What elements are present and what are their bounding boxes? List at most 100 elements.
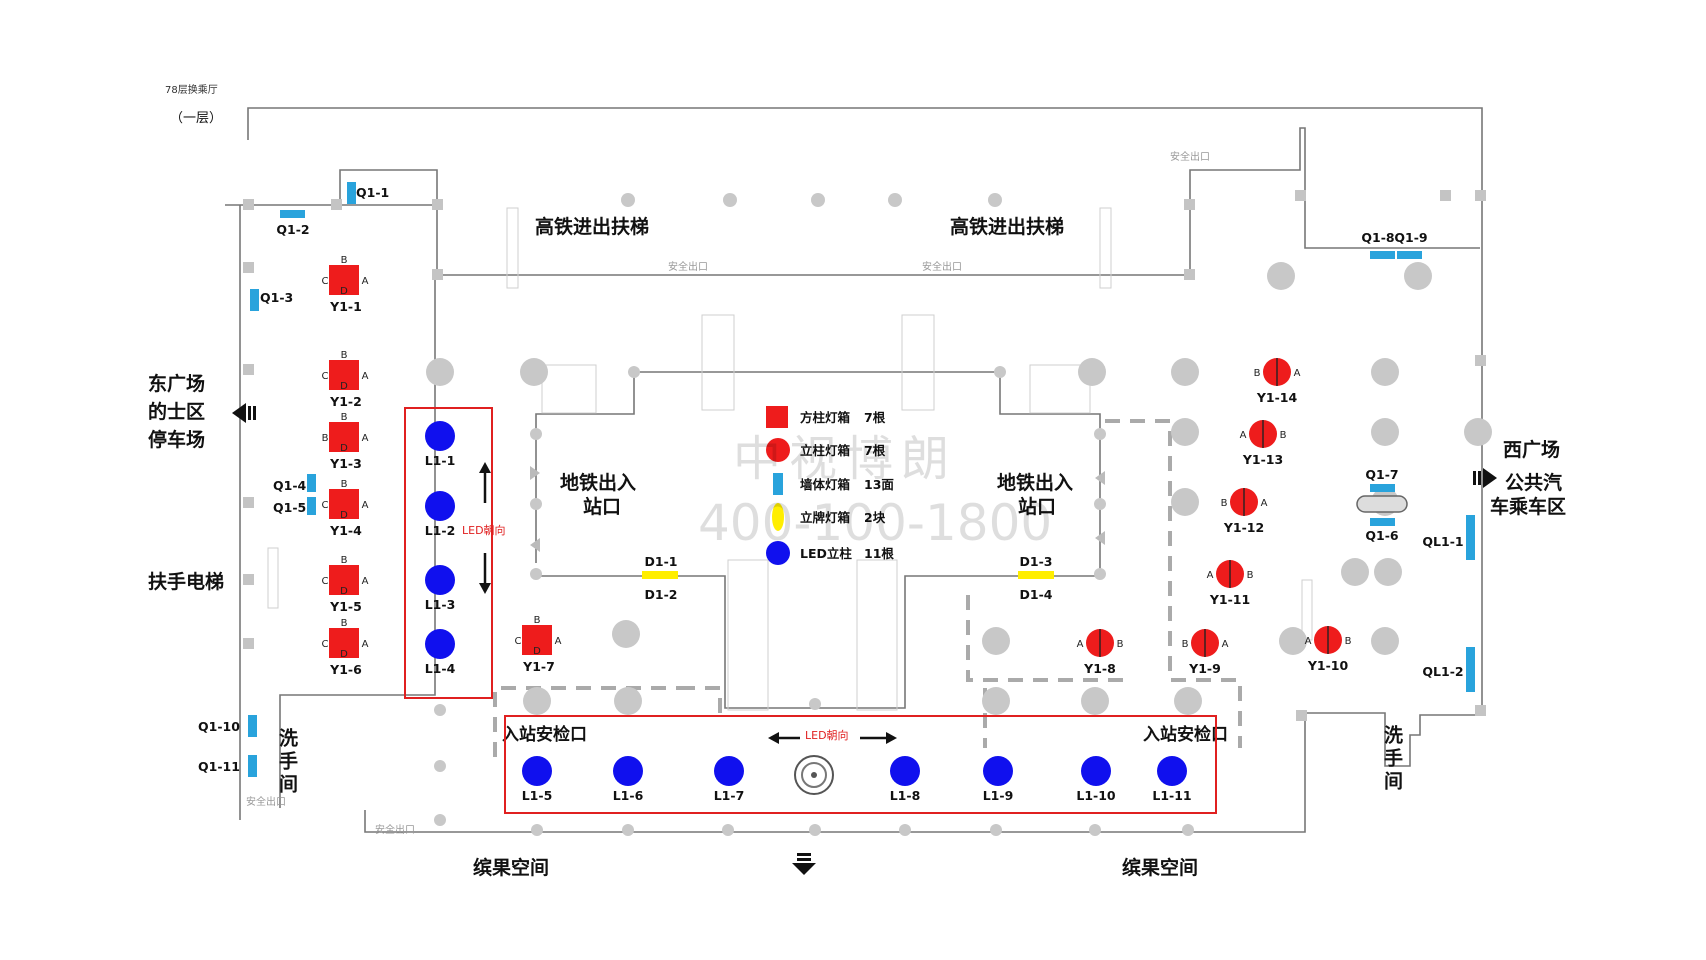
round-column-id: Y1-13 [1242, 452, 1283, 467]
zone-binguo-right: 缤果空间 [1122, 856, 1198, 879]
wall-lightbox[interactable]: Q1-2 [276, 210, 310, 237]
led-column[interactable]: L1-9 [983, 756, 1014, 803]
led-column[interactable]: L1-1 [425, 421, 456, 468]
wall-lightbox-id: Q1-1 [356, 185, 389, 200]
led-column-id: L1-10 [1076, 788, 1116, 803]
wall-lightbox-box [307, 474, 316, 492]
square-column-box [522, 625, 552, 655]
led-column-disc [522, 756, 552, 786]
wall-lightbox[interactable]: Q1-11 [198, 755, 257, 777]
svg-text:B: B [1117, 639, 1124, 650]
round-column-id: Y1-8 [1083, 661, 1116, 676]
led-column[interactable]: L1-4 [425, 629, 456, 676]
wall-lightbox[interactable]: QL1-1 [1422, 515, 1475, 560]
legend-item-name: 立柱灯箱 [800, 443, 851, 458]
square-column-box [329, 265, 359, 295]
svg-text:B: B [1254, 368, 1261, 379]
svg-text:B: B [534, 615, 541, 626]
led-column[interactable]: L1-7 [714, 756, 745, 803]
wall-lightbox-id: Q1-3 [260, 290, 293, 305]
wall-lightbox[interactable]: Q1-10 [198, 715, 257, 737]
square-column-id: Y1-7 [522, 659, 555, 674]
wall-lightbox[interactable]: Q1-7 [1365, 467, 1399, 492]
standing-sign[interactable]: D1-4 [1020, 587, 1053, 602]
square-column-box [329, 489, 359, 519]
wall-lightbox[interactable]: Q1-5 [273, 497, 316, 515]
floor-name: 78层换乘厅 [165, 83, 218, 96]
svg-text:安全出口: 安全出口 [246, 795, 286, 808]
svg-text:A: A [1077, 639, 1084, 650]
round-column-id: Y1-14 [1256, 390, 1298, 405]
legend-item-count: 11根 [864, 546, 894, 561]
round-column-id: Y1-9 [1188, 661, 1221, 676]
led-column[interactable]: L1-8 [890, 756, 921, 803]
led-column[interactable]: L1-2 [425, 491, 456, 538]
legend-sign-swatch [772, 503, 784, 531]
wall-lightbox[interactable]: Q1-1 [347, 182, 389, 204]
led-column-disc [983, 756, 1013, 786]
svg-text:B: B [1247, 570, 1254, 581]
round-column-lightbox[interactable]: B A Y1-14 [1254, 358, 1301, 405]
standing-sign[interactable]: D1-1 [642, 554, 678, 579]
wall-lightbox-box [1397, 251, 1422, 259]
svg-text:B: B [1280, 430, 1287, 441]
svg-text:D: D [533, 646, 541, 657]
wall-lightbox-box [1370, 251, 1395, 259]
svg-text:A: A [1305, 636, 1312, 647]
led-column-id: L1-5 [522, 788, 553, 803]
standing-sign[interactable]: D1-3 [1018, 554, 1054, 579]
led-column-disc [714, 756, 744, 786]
led-column[interactable]: L1-10 [1076, 756, 1116, 803]
wall-lightbox-id: Q1-10 [198, 719, 240, 734]
led-column[interactable]: L1-5 [522, 756, 553, 803]
zone-east-parking: 停车场 [148, 428, 205, 451]
wall-lightbox[interactable]: Q1-4 [273, 474, 316, 493]
led-column[interactable]: L1-11 [1152, 756, 1192, 803]
standing-sign-id: D1-3 [1020, 554, 1053, 569]
led-column-disc [425, 491, 455, 521]
svg-text:A: A [362, 576, 369, 587]
wall-lightbox[interactable]: Q1-6 [1365, 518, 1399, 543]
led-column[interactable]: L1-3 [425, 565, 456, 612]
wall-lightbox-box [1370, 484, 1395, 492]
svg-text:A: A [1294, 368, 1301, 379]
wall-lightbox-box [1370, 518, 1395, 526]
svg-text:C: C [322, 371, 329, 382]
svg-text:A: A [362, 371, 369, 382]
led-column-id: L1-6 [613, 788, 644, 803]
standing-sign-id: D1-4 [1020, 587, 1053, 602]
wall-lightbox[interactable]: Q1-8 [1361, 230, 1395, 259]
wall-lightbox[interactable]: QL1-2 [1422, 647, 1475, 692]
zone-metro-left-2: 站口 [583, 495, 621, 518]
square-column-id: Y1-2 [329, 394, 362, 409]
round-column-id: Y1-11 [1209, 592, 1250, 607]
svg-text:C: C [322, 576, 329, 587]
led-column[interactable]: L1-6 [613, 756, 644, 803]
led-column-disc [1157, 756, 1187, 786]
watermark: 中视博朗 400-100-1800 [698, 431, 1052, 552]
wall-lightbox-box [307, 497, 316, 515]
led-column-id: L1-11 [1152, 788, 1191, 803]
legend-item-name: 方柱灯箱 [800, 410, 851, 425]
led-column-id: L1-9 [983, 788, 1014, 803]
zone-metro-right-1: 地铁出入 [997, 471, 1073, 494]
round-column-lightbox[interactable]: A BY1-8 [1077, 629, 1124, 676]
wall-lightbox[interactable]: Q1-3 [250, 289, 293, 311]
led-column-disc [425, 565, 455, 595]
standing-sign[interactable]: D1-2 [645, 587, 678, 602]
wall-columns [243, 190, 1486, 721]
wall-lightbox[interactable]: Q1-9 [1394, 230, 1428, 259]
